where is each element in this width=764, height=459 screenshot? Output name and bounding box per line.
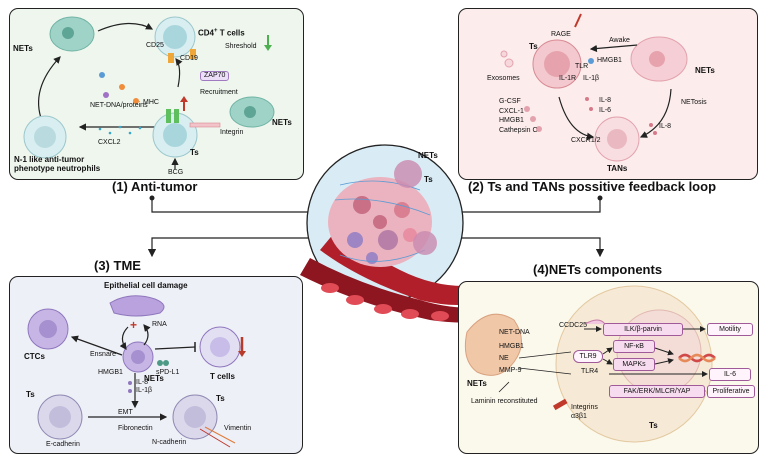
p2-factor-3: HMGB1 [499, 117, 524, 124]
p2-tlr-label: TLR [575, 63, 589, 70]
p2-nets-label: NETs [695, 66, 715, 75]
p4-ilk-box: ILK/β-parvin [603, 323, 683, 336]
p3-hmgb1-label: HMGB1 [98, 369, 123, 376]
p1-integrin-label: Integrin [220, 129, 244, 136]
p1-ts-label: Ts [190, 148, 199, 157]
p4-ts-label: Ts [649, 421, 658, 430]
p3-spdl1-label: sPD-L1 [156, 369, 180, 376]
p4-laminin-label: Laminin reconstituted [471, 398, 538, 405]
p4-integrins-label: Integrins [571, 404, 598, 411]
p1-net-dna-label: NET-DNA/proteins [90, 102, 148, 109]
p2-il1b-label: IL-1β [583, 75, 600, 82]
p1-shreshold-label: Shreshold [225, 43, 257, 50]
p4-nets-label: NETs [467, 379, 487, 388]
p3-il1b-label: IL-1β [136, 387, 153, 394]
p1-cd25-label: CD25 [146, 42, 164, 49]
p3-ncad-label: N-cadherin [152, 439, 187, 446]
p4-nfkb-box: NF-κB [613, 340, 655, 353]
panel4-title: (4)NETs components [533, 262, 663, 277]
p1-bcg-label: BCG [168, 169, 184, 176]
p2-il6-label: IL-6 [599, 107, 612, 114]
p4-ne-label: NE [499, 355, 509, 362]
p2-factor-list: G-CSF CXCL-1 HMGB1 Cathepsin C [499, 97, 538, 135]
p4-tlr4-label: TLR4 [581, 368, 599, 375]
p4-mapks-box: MAPKs [613, 358, 655, 371]
p4-motility-box: Motility [707, 323, 753, 336]
p3-ctcs-label: CTCs [24, 352, 45, 361]
p3-ts2-label: Ts [216, 394, 225, 403]
p3-ts1-label: Ts [26, 390, 35, 399]
p3-tcells-label: T cells [210, 372, 235, 381]
panel2-title: (2) Ts and TANs possitive feedback loop [468, 179, 717, 194]
p3-rna-label: RNA [152, 321, 167, 328]
p4-mmp9-label: MMP-9 [499, 367, 522, 374]
p1-mhc-label: MHC [143, 99, 159, 106]
panel3-title: (3) TME [94, 258, 141, 273]
p4-fak-box: FAK/ERK/MLCR/YAP [609, 385, 705, 398]
p2-il1r-label: IL-1R [559, 75, 577, 82]
p3-emt-label: EMT [118, 409, 133, 416]
p2-il8a-label: IL-8 [599, 97, 612, 104]
p3-nets-label: NETs [144, 374, 164, 383]
p2-il8b-label: IL-8 [659, 123, 672, 130]
p3-fibronectin-label: Fibronectin [118, 425, 153, 432]
p1-recruitment-label: Recruitment [200, 89, 238, 96]
panel-tme: Epithelial cell damage RNA + CTCs Ensnar… [9, 276, 303, 454]
p2-factor-1: G-CSF [499, 98, 521, 105]
panel-feedback-loop: RAGE Ts Awake HMGB1 TLR IL-1R IL-1β Exos… [458, 8, 758, 180]
panel-nets-components: NET-DNA HMGB1 NE MMP-9 NETs Laminin reco… [458, 281, 759, 454]
p3-ensnare-label: Ensnare [90, 351, 117, 358]
p1-cd19-label: CD19 [180, 55, 198, 62]
panel1-title: (1) Anti-tumor [112, 179, 198, 194]
p3-epithelial-label: Epithelial cell damage [104, 281, 188, 290]
panel-anti-tumor: NETs CD4+ T cells CD25 CD19 Shreshold ZA… [9, 8, 304, 180]
p4-il6-box: IL-6 [709, 368, 751, 381]
p4-hmgb1-label: HMGB1 [499, 343, 524, 350]
p1-n1-label-1: N-1 like anti-tumor [14, 155, 85, 164]
p2-rage-label: RAGE [551, 31, 571, 38]
p1-nets-label: NETs [13, 44, 33, 53]
center-ts-label: Ts [424, 175, 433, 184]
p3-ecad-label: E-cadherin [46, 441, 80, 448]
p1-n1-label-2: phenotype neutrophils [14, 164, 101, 173]
p1-nets2-label: NETs [272, 118, 292, 127]
p1-cd4-label: CD4+ T cells [198, 28, 245, 38]
p3-plus-sign: + [130, 318, 138, 332]
p1-cxcl2-label: CXCL2 [98, 139, 121, 146]
p2-netosis-label: NETosis [681, 99, 707, 106]
p2-ts-label: Ts [529, 42, 538, 51]
p1-zap70-badge: ZAP70 [200, 71, 230, 81]
p2-hmgb1-label: HMGB1 [597, 57, 622, 64]
p4-proliferative-box: Proliferative [707, 385, 755, 398]
p3-il8-label: IL-8 [136, 379, 149, 386]
p3-vimentin-label: Vimentin [224, 425, 252, 432]
p4-tlr9-box: TLR9 [573, 350, 603, 363]
p2-tans-label: TANs [607, 164, 628, 173]
p4-a3b1-label: α3β1 [571, 413, 587, 420]
p2-factor-2: CXCL-1 [499, 107, 524, 115]
center-nets-label: NETs [418, 151, 438, 160]
p2-awake-label: Awake [609, 37, 630, 44]
p4-net-dna-label: NET-DNA [499, 329, 530, 336]
p2-cxcr-label: CXCR1/2 [571, 137, 601, 144]
p2-factor-4: Cathepsin C [499, 126, 538, 134]
p4-ccdc25-label: CCDC25 [559, 322, 588, 329]
p2-exosomes-label: Exosomes [487, 75, 520, 82]
